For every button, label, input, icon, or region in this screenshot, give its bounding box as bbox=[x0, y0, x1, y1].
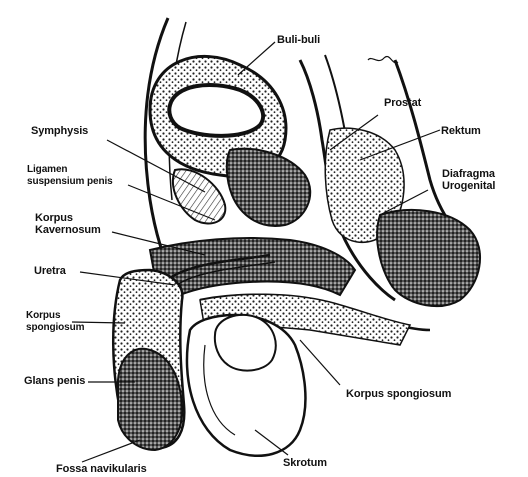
prostate-region bbox=[227, 149, 310, 226]
label-uretra: Uretra bbox=[34, 265, 66, 277]
label-korpus-spongiosum-right: Korpus spongiosum bbox=[346, 388, 451, 400]
annotation-scribble bbox=[368, 56, 398, 62]
label-diafragma-line2: Urogenital bbox=[442, 180, 495, 192]
label-diafragma-urogenital: Diafragma Urogenital bbox=[442, 168, 495, 192]
symphysis-bone bbox=[173, 169, 225, 223]
label-korpus-kav-line1: Korpus bbox=[35, 212, 101, 224]
label-ligamen-suspensium: Ligamen suspensium penis bbox=[27, 164, 113, 188]
label-ligamen-line1: Ligamen bbox=[27, 164, 113, 176]
label-korpus-spong-line1: Korpus bbox=[26, 310, 84, 322]
label-korpus-spong-line2: spongiosum bbox=[26, 322, 84, 334]
label-rektum: Rektum bbox=[441, 125, 481, 137]
label-skrotum: Skrotum bbox=[283, 457, 327, 469]
label-prostat: Prostat bbox=[384, 97, 421, 109]
label-symphysis: Symphysis bbox=[31, 125, 88, 137]
label-diafragma-line1: Diafragma bbox=[442, 168, 495, 180]
bladder-lumen bbox=[169, 85, 263, 136]
label-buli-buli: Buli-buli bbox=[277, 34, 320, 46]
label-glans-penis: Glans penis bbox=[24, 375, 85, 387]
label-korpus-spongiosum-left: Korpus spongiosum bbox=[26, 310, 84, 334]
label-korpus-kav-line2: Kavernosum bbox=[35, 224, 101, 236]
urogenital-mass bbox=[377, 210, 480, 306]
testis bbox=[215, 315, 276, 371]
label-fossa-navikularis: Fossa navikularis bbox=[56, 463, 147, 475]
label-ligamen-line2: suspensium penis bbox=[27, 176, 113, 188]
label-korpus-kavernosum: Korpus Kavernosum bbox=[35, 212, 101, 236]
